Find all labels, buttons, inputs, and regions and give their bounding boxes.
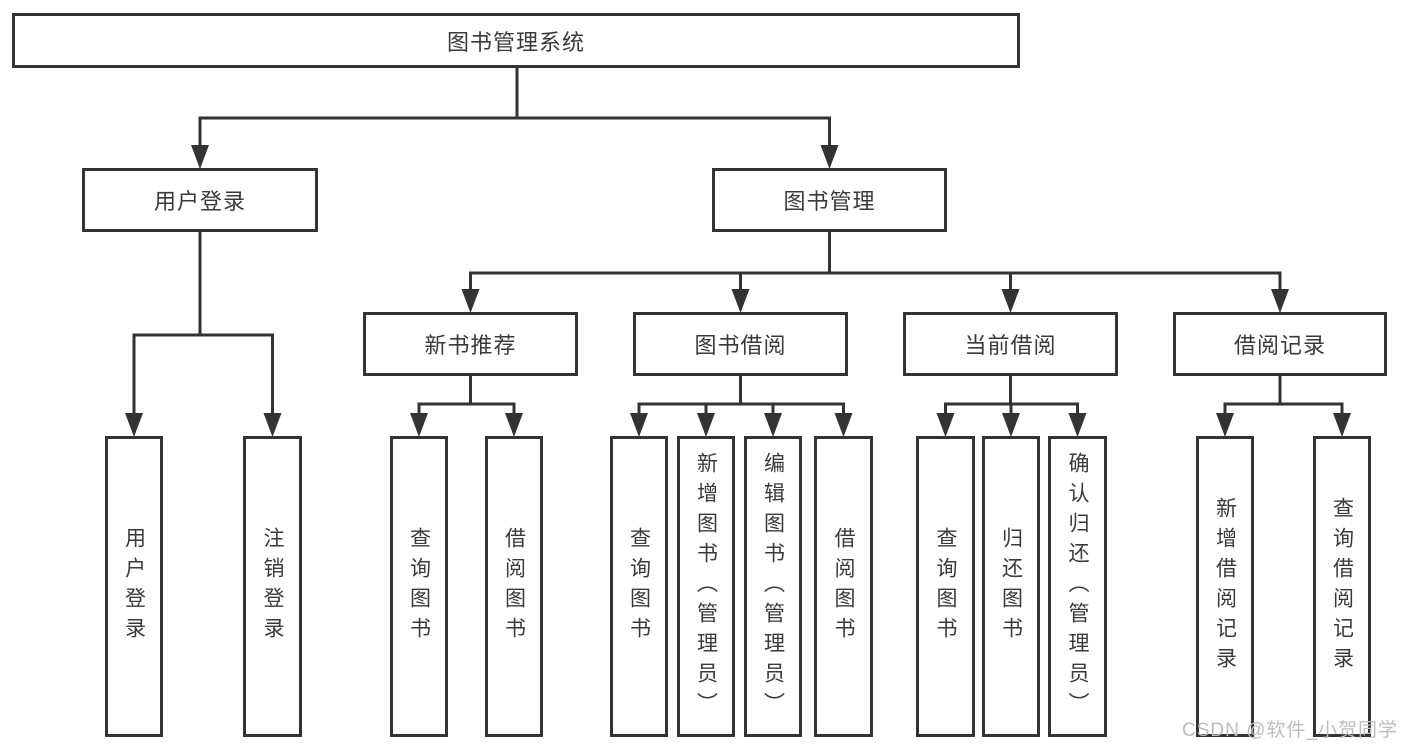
node-confirm-return-admin: 确认归还（管理员）	[1048, 436, 1107, 737]
node-book-borrowing: 图书借阅	[633, 312, 848, 376]
arrowheads	[125, 145, 1351, 437]
node-user-login-label: 用户登录	[153, 189, 246, 214]
node-user-login-leaf-label: 用户登录	[122, 526, 146, 647]
node-add-books-admin-label: 新增图书（管理员）	[694, 451, 718, 722]
node-return-books-label: 归还图书	[999, 526, 1023, 647]
watermark: CSDN @软件_小贺同学	[1182, 720, 1398, 741]
node-add-books-admin: 新增图书（管理员）	[677, 436, 735, 737]
node-search-books-borrowing: 查询图书	[610, 436, 668, 737]
node-confirm-return-admin-label: 确认归还（管理员）	[1066, 451, 1089, 722]
node-search-books-current: 查询图书	[916, 436, 975, 737]
node-edit-books-admin-label: 编辑图书（管理员）	[761, 451, 785, 722]
node-search-books-borrowing-label: 查询图书	[627, 526, 651, 647]
node-return-books: 归还图书	[982, 436, 1040, 737]
node-search-books-recommend: 查询图书	[390, 436, 448, 737]
node-root-label: 图书管理系统	[446, 29, 585, 55]
node-user-login: 用户登录	[82, 168, 318, 232]
node-borrow-books: 借阅图书	[814, 436, 873, 737]
node-search-borrow-record: 查询借阅记录	[1313, 436, 1371, 737]
node-search-borrow-record-label: 查询借阅记录	[1330, 496, 1354, 677]
node-edit-books-admin: 编辑图书（管理员）	[744, 436, 802, 737]
node-add-borrow-record-label: 新增借阅记录	[1213, 496, 1237, 677]
node-search-books-current-label: 查询图书	[934, 526, 957, 647]
node-book-management-label: 图书管理	[783, 189, 876, 214]
node-search-books-recommend-label: 查询图书	[407, 526, 431, 647]
node-new-book-recommendation: 新书推荐	[363, 312, 578, 376]
node-root: 图书管理系统	[12, 13, 1020, 68]
node-current-borrowing: 当前借阅	[903, 312, 1118, 376]
connector-edges	[132, 68, 1344, 415]
node-add-borrow-record: 新增借阅记录	[1196, 436, 1254, 737]
node-current-borrowing-label: 当前借阅	[964, 333, 1057, 358]
node-logout: 注销登录	[243, 436, 302, 737]
node-book-management: 图书管理	[712, 168, 947, 232]
node-new-book-recommendation-label: 新书推荐	[424, 333, 517, 358]
node-user-login-leaf: 用户登录	[105, 436, 163, 737]
node-borrowing-records: 借阅记录	[1173, 312, 1387, 376]
node-borrow-books-recommend: 借阅图书	[485, 436, 543, 737]
node-logout-label: 注销登录	[261, 526, 284, 647]
node-book-borrowing-label: 图书借阅	[694, 333, 787, 358]
node-borrow-books-recommend-label: 借阅图书	[502, 526, 526, 647]
node-borrowing-records-label: 借阅记录	[1233, 333, 1326, 358]
node-borrow-books-label: 借阅图书	[832, 526, 855, 647]
